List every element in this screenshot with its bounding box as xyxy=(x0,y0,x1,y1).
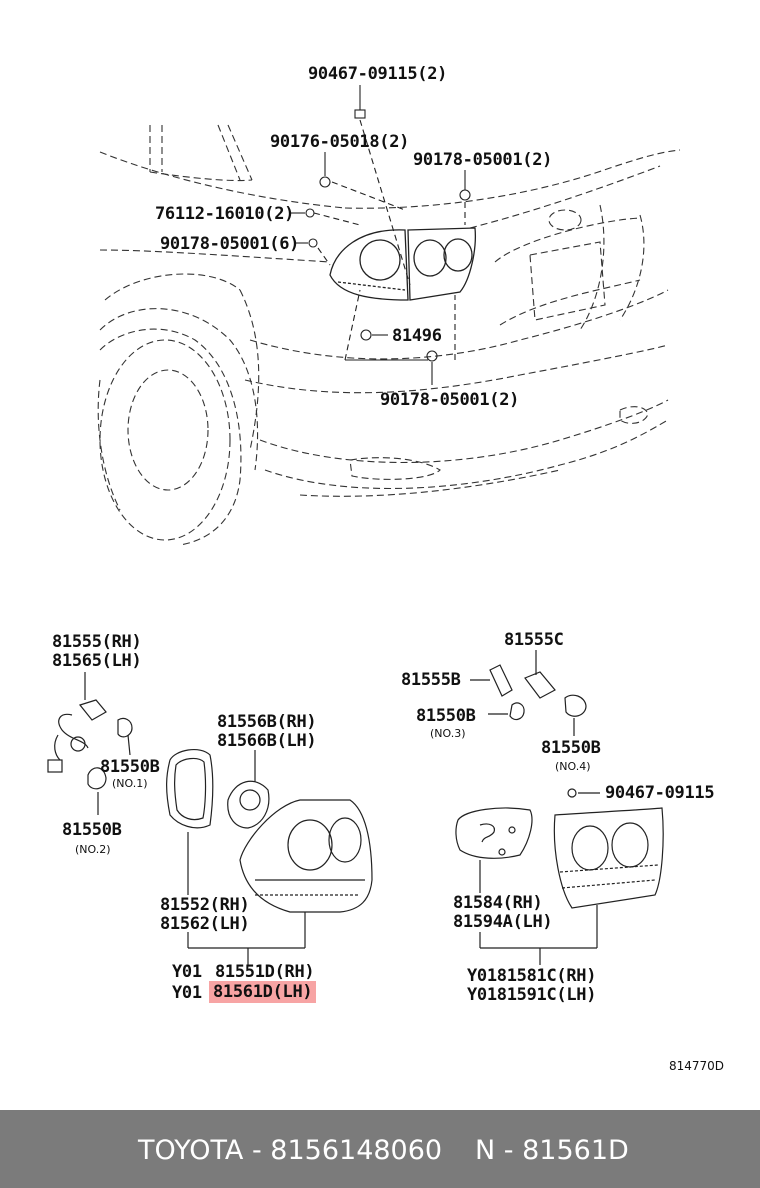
label-76112-16010-2: 76112-16010(2) xyxy=(155,204,295,224)
footer-part-number: TOYOTA - 8156148060 xyxy=(138,1135,443,1166)
socket-icon xyxy=(489,664,513,697)
socket-plate-icon xyxy=(227,780,270,829)
label-90178-05001-2-a: 90178-05001(2) xyxy=(413,150,553,170)
label-81566b-lh: 81566B(LH) xyxy=(217,731,317,751)
connector-icon xyxy=(47,759,63,773)
label-81565-lh: 81565(LH) xyxy=(52,651,142,671)
label-81552-rh: 81552(RH) xyxy=(160,895,250,915)
label-81581c-rh: Y0181581C(RH) xyxy=(467,966,597,986)
nut-icon xyxy=(459,189,471,201)
label-81550b-no2: 81550B xyxy=(62,820,122,840)
label-81550b-no4: 81550B xyxy=(541,738,601,758)
back-door-lamp-lh xyxy=(553,807,664,909)
label-y01-b: Y01 xyxy=(172,983,202,1003)
label-81561d-lh-highlighted[interactable]: 81561D(LH) xyxy=(209,981,317,1003)
right-assembly xyxy=(455,650,664,965)
label-81550b-no3: 81550B xyxy=(416,706,476,726)
gasket-plate-icon xyxy=(455,807,533,859)
footer-bar: TOYOTA - 8156148060 N - 81561D xyxy=(0,1110,760,1188)
tail-lamp-lens-lh xyxy=(239,799,373,913)
drawing-code: 814770D xyxy=(669,1059,725,1073)
label-90467-09115: 90467-09115 xyxy=(605,783,715,803)
left-assembly xyxy=(47,672,373,965)
label-81556b-rh: 81556B(RH) xyxy=(217,712,317,732)
label-90467-09115-2: 90467-09115(2) xyxy=(308,64,448,84)
nut-icon xyxy=(308,238,318,248)
label-81584-rh: 81584(RH) xyxy=(453,893,543,913)
label-90176-05018-2: 90176-05018(2) xyxy=(270,132,410,152)
label-81550b-no1: 81550B xyxy=(100,757,160,777)
label-81496: 81496 xyxy=(392,326,442,346)
parts-diagram xyxy=(47,85,681,965)
footer-part-code: N - 81561D xyxy=(475,1135,629,1166)
bolt-icon xyxy=(305,208,315,218)
label-81555-rh: 81555(RH) xyxy=(52,632,142,652)
label-no4: (NO.4) xyxy=(555,760,591,773)
bulb-icon xyxy=(564,694,587,717)
label-81591c-lh: Y0181591C(LH) xyxy=(467,985,597,1005)
label-90178-05001-6: 90178-05001(6) xyxy=(160,234,300,254)
label-81555c: 81555C xyxy=(504,630,564,650)
top-leader-lines xyxy=(290,85,471,385)
label-81562-lh: 81562(LH) xyxy=(160,914,250,934)
label-81555b: 81555B xyxy=(401,670,461,690)
nut-icon xyxy=(426,350,438,362)
car-body-outline xyxy=(97,124,681,546)
nut-icon xyxy=(319,176,331,188)
label-y01-a: Y01 xyxy=(172,962,202,982)
bulb-icon xyxy=(87,767,107,790)
label-no2: (NO.2) xyxy=(75,843,111,856)
bulb-icon xyxy=(117,717,133,738)
socket-icon xyxy=(524,671,556,699)
bulb-icon xyxy=(509,702,525,721)
socket-icon xyxy=(78,699,107,721)
label-81551d-rh: 81551D(RH) xyxy=(215,962,315,982)
label-81594a-lh: 81594A(LH) xyxy=(453,912,553,932)
clip-icon xyxy=(354,109,366,119)
gasket-icon xyxy=(166,748,214,829)
label-no3: (NO.3) xyxy=(430,727,466,740)
tail-lamp-installed xyxy=(329,227,476,301)
clip-icon xyxy=(567,788,577,798)
label-no1: (NO.1) xyxy=(112,777,148,790)
grommet-icon xyxy=(360,329,372,341)
label-90178-05001-2-b: 90178-05001(2) xyxy=(380,390,520,410)
